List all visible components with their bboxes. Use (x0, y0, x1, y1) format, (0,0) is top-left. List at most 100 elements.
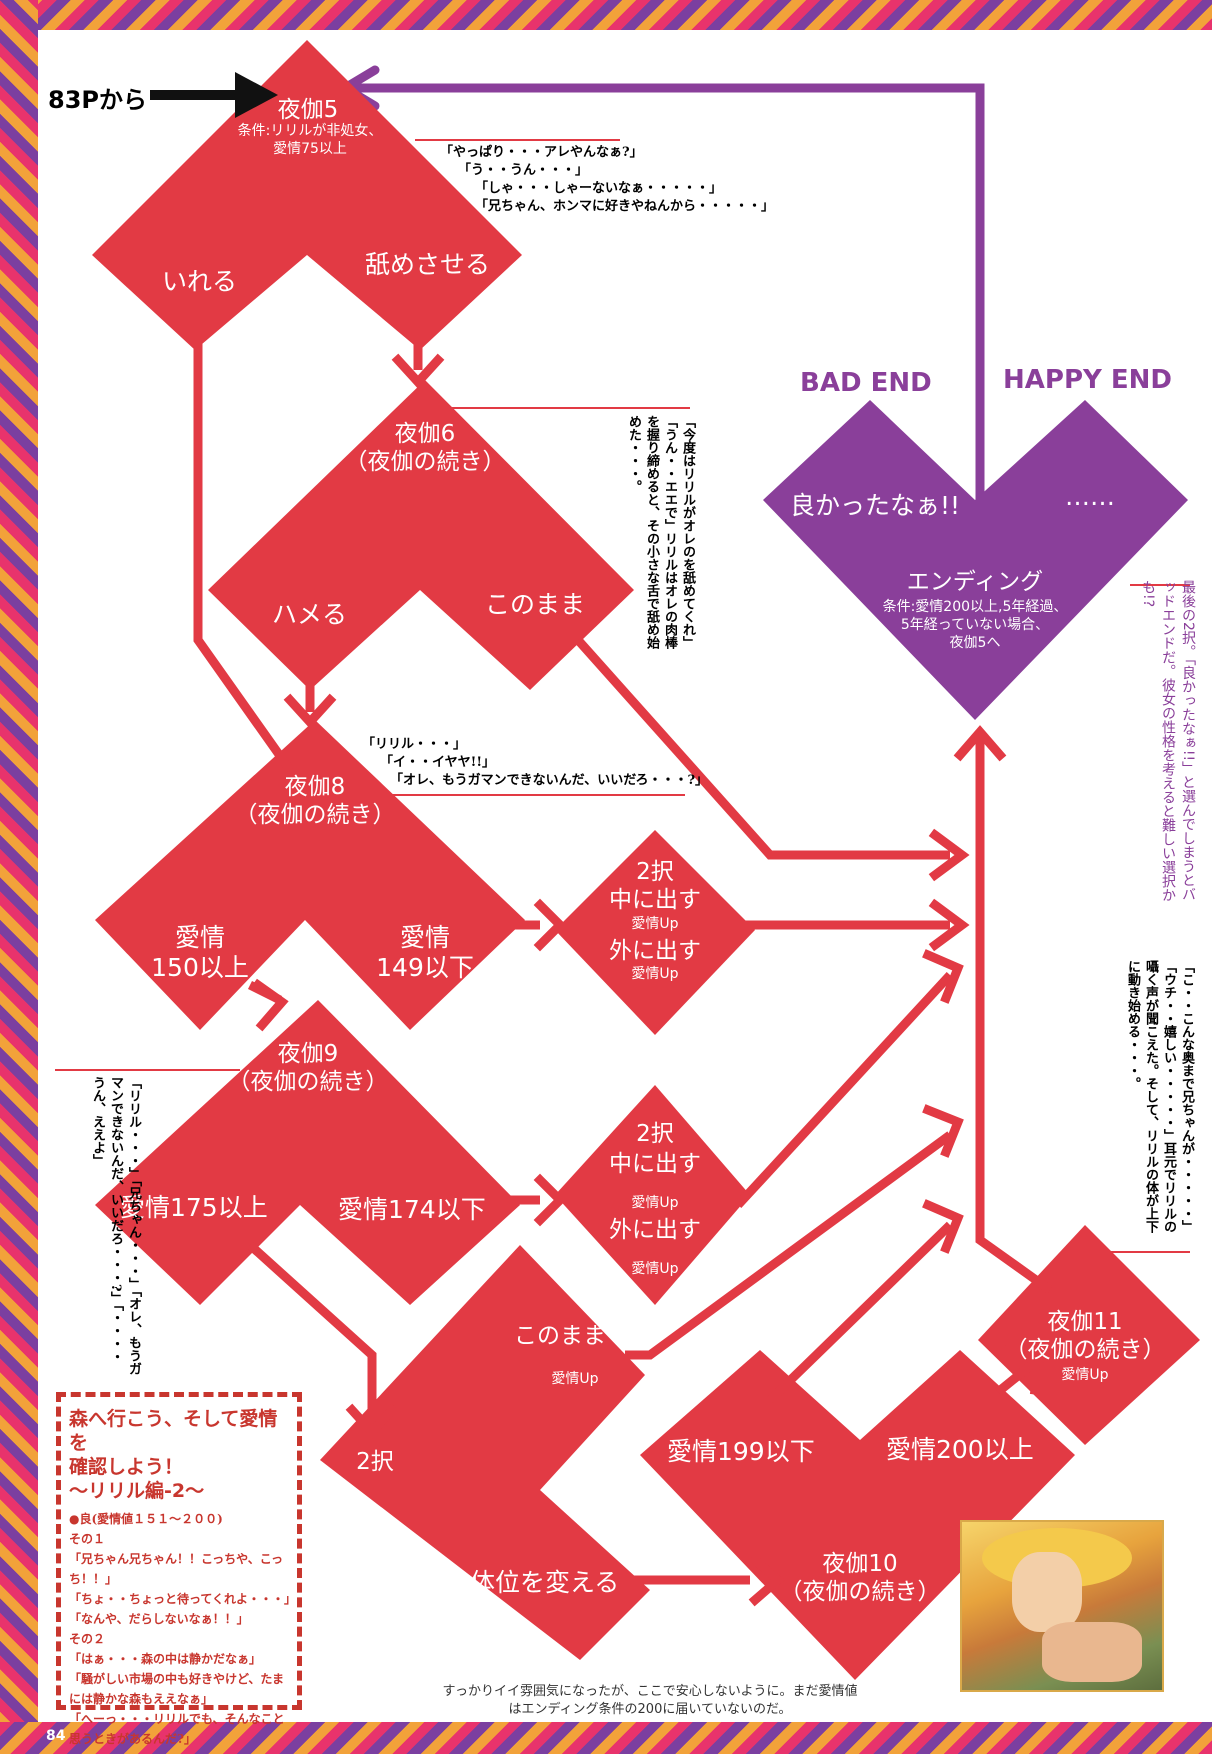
choice8b-title: 2択 (636, 859, 674, 885)
node6-choice-konomama: このまま (485, 590, 586, 619)
info-box: 森へ行こう、そして愛情を 確認しよう！ 〜リリル編-2〜 ●良(愛情値１５１〜２… (56, 1392, 302, 1746)
info-box-title-2: 確認しよう！ (69, 1456, 184, 1478)
ending-shape (763, 400, 1188, 720)
info-line: 「はぁ・・・森の中は静かだなぁ」 (69, 1652, 262, 1666)
info-box-title-1: 森へ行こう、そして愛情を (69, 1408, 278, 1454)
node5-choice-namesaseru: 舐めさせる (365, 250, 491, 279)
start-arrowhead (235, 72, 278, 118)
node10-choice-right: 愛情200以上 (886, 1435, 1034, 1464)
ending-side-note: 最後の2択。「良かったなぁ!!」と選んでしまうとバッドエンドだ。彼女の性格を考え… (1140, 580, 1196, 902)
bottom-note: すっかりイイ雰囲気になったが、ここで安心しないように。まだ愛情値はエンディング条… (442, 1684, 858, 1717)
info-line: 「へーっ・・・リリルでも、そんなこと (69, 1712, 285, 1726)
happy-end-label: HAPPY END (1003, 365, 1172, 395)
arrowhead-node6 (391, 353, 445, 389)
info-line: その２ (69, 1632, 106, 1646)
node8-title-2: （夜伽の続き） (234, 802, 396, 828)
character-illustration (960, 1520, 1164, 1692)
node11-title-2: （夜伽の続き） (1004, 1337, 1166, 1363)
choice9b-opt1-sub: 愛情Up (631, 1195, 679, 1211)
node11-title-1: 夜伽11 (1047, 1309, 1123, 1335)
bad-end-label: BAD END (800, 368, 932, 398)
choice9b-shape (555, 1085, 750, 1305)
node9-shape (95, 1000, 520, 1305)
node6-choice-hameru: ハメる (272, 600, 348, 629)
choice2-title: 2択 (356, 1449, 394, 1475)
node10-shape (640, 1350, 1075, 1680)
node8-choice-right-1: 愛情 (399, 923, 450, 952)
arrowhead-choice8b (533, 898, 567, 952)
arrowhead-node8 (283, 693, 337, 729)
node10-choice-left: 愛情199以下 (667, 1437, 815, 1466)
node9-choice-right: 愛情174以下 (338, 1195, 486, 1224)
bad-end-choice: 良かったなぁ!! (790, 491, 961, 520)
dialog5-line-4: 「兄ちゃん、ホンマに好きやねんから・・・・・」 (475, 199, 775, 214)
connector-ireru (193, 340, 294, 773)
choice2-opt1-sub: 愛情Up (551, 1371, 599, 1387)
choice8b-opt1: 中に出す (609, 887, 701, 913)
choice8b-opt1-sub: 愛情Up (631, 916, 679, 932)
node6-shape (208, 380, 634, 690)
ending-condition-3: 夜伽5へ (949, 635, 1001, 651)
info-line: には静かな森もええなぁ」 (69, 1692, 214, 1706)
arrowhead-choice9b (533, 1173, 567, 1227)
node8-choice-left-1: 愛情 (174, 923, 225, 952)
arrowhead-ending-up (953, 725, 1007, 762)
ending-title: エンディング (906, 569, 1044, 595)
dialog5-line-3: 「しゃ・・・しゃーないなぁ・・・・・」 (475, 181, 723, 196)
info-line: 「兄ちゃん兄ちゃん！！こっちや、こっ (69, 1552, 283, 1566)
node8-choice-right-2: 149以下 (376, 953, 474, 982)
start-label: 83Pから (48, 86, 147, 114)
dialog11-text: 「こ・・こんな奥まで兄ちゃんが・・・・・」「ウチ・・嬉しい・・・・・」耳元でリリ… (1125, 960, 1194, 1233)
info-line: 「騒がしい市場の中も好きやけど、たま (69, 1672, 285, 1686)
ending-condition-1: 条件:愛情200以上,5年経過、 (882, 599, 1068, 615)
info-box-body: ●良(愛情値１５１〜２００) その１ 「兄ちゃん兄ちゃん！！こっちや、こっ ち！… (69, 1509, 296, 1749)
node5-condition-1: 条件:リリルが非処女、 (237, 123, 383, 139)
arrowhead-ending-1 (928, 828, 970, 882)
connector-choice2-konomama (625, 1131, 953, 1360)
choice8b-opt2-sub: 愛情Up (631, 966, 679, 982)
arrowhead-choice2 (345, 1403, 399, 1439)
decorative-border-left (0, 0, 38, 1754)
choice2-shape (320, 1245, 650, 1660)
dialog9-text: 「リリル・・・」「兄ちゃん・・・」「オレ、もうガマンできないんだ、いいだろ・・・… (90, 1076, 141, 1375)
choice8b-opt2: 外に出す (609, 938, 701, 964)
node11-sub: 愛情Up (1061, 1367, 1109, 1383)
arrowhead-node9 (251, 978, 289, 1032)
node8-shape (95, 720, 525, 1030)
connector-node11-ending (975, 735, 1053, 1294)
illustration-face (1012, 1552, 1082, 1632)
illustration-body (1042, 1622, 1142, 1682)
arrowhead-ending-3 (922, 949, 964, 1004)
choice8b-shape (555, 830, 755, 1035)
node9-title-2: （夜伽の続き） (227, 1069, 389, 1095)
choice9b-opt2: 外に出す (609, 1217, 701, 1243)
node10-title-2: （夜伽の続き） (779, 1579, 941, 1605)
choice9b-opt2-sub: 愛情Up (631, 1261, 679, 1277)
connector-konomama6 (574, 637, 950, 860)
dialog8-line-3: 「オレ、もうガマンできないんだ、いいだろ・・・?」 (390, 773, 709, 788)
node6-title-2: （夜伽の続き） (344, 449, 506, 475)
connector-node9-left (246, 1241, 377, 1420)
info-line: ち！！」 (69, 1572, 118, 1586)
happy-end-choice: …… (1065, 482, 1115, 511)
loop-back-line (350, 83, 985, 560)
info-line: その１ (69, 1532, 106, 1546)
info-line: 思うときがあるんだ?」 (69, 1732, 197, 1746)
dialog5-line-1: 「やっぱり・・・アレやんなぁ?」 (440, 145, 643, 160)
info-line: 「なんや、だらしないなぁ！！」 (69, 1612, 249, 1626)
choice9b-title: 2択 (636, 1121, 674, 1147)
dialog8-line-2: 「イ・・イヤヤ!!」 (380, 755, 496, 770)
connector-node10-right (995, 1358, 1038, 1396)
node8-title-1: 夜伽8 (284, 774, 346, 800)
connector-node10-left (766, 1221, 954, 1404)
choice2-opt1: このまま (514, 1323, 606, 1349)
node5-choice-ireru: いれる (162, 267, 238, 296)
dialog6-text: 「今度はリリルがオレのを舐めてくれ」「うん・・エエで」リリルはオレの肉棒を握り締… (626, 415, 695, 649)
node5-title: 夜伽5 (277, 97, 339, 123)
node10-title-1: 夜伽10 (822, 1551, 898, 1577)
arrowhead-node10 (748, 1553, 785, 1607)
ending-condition-2: 5年経っていない場合、 (900, 617, 1050, 633)
decorative-border-top (0, 0, 1212, 30)
choice9b-opt1: 中に出す (609, 1151, 701, 1177)
